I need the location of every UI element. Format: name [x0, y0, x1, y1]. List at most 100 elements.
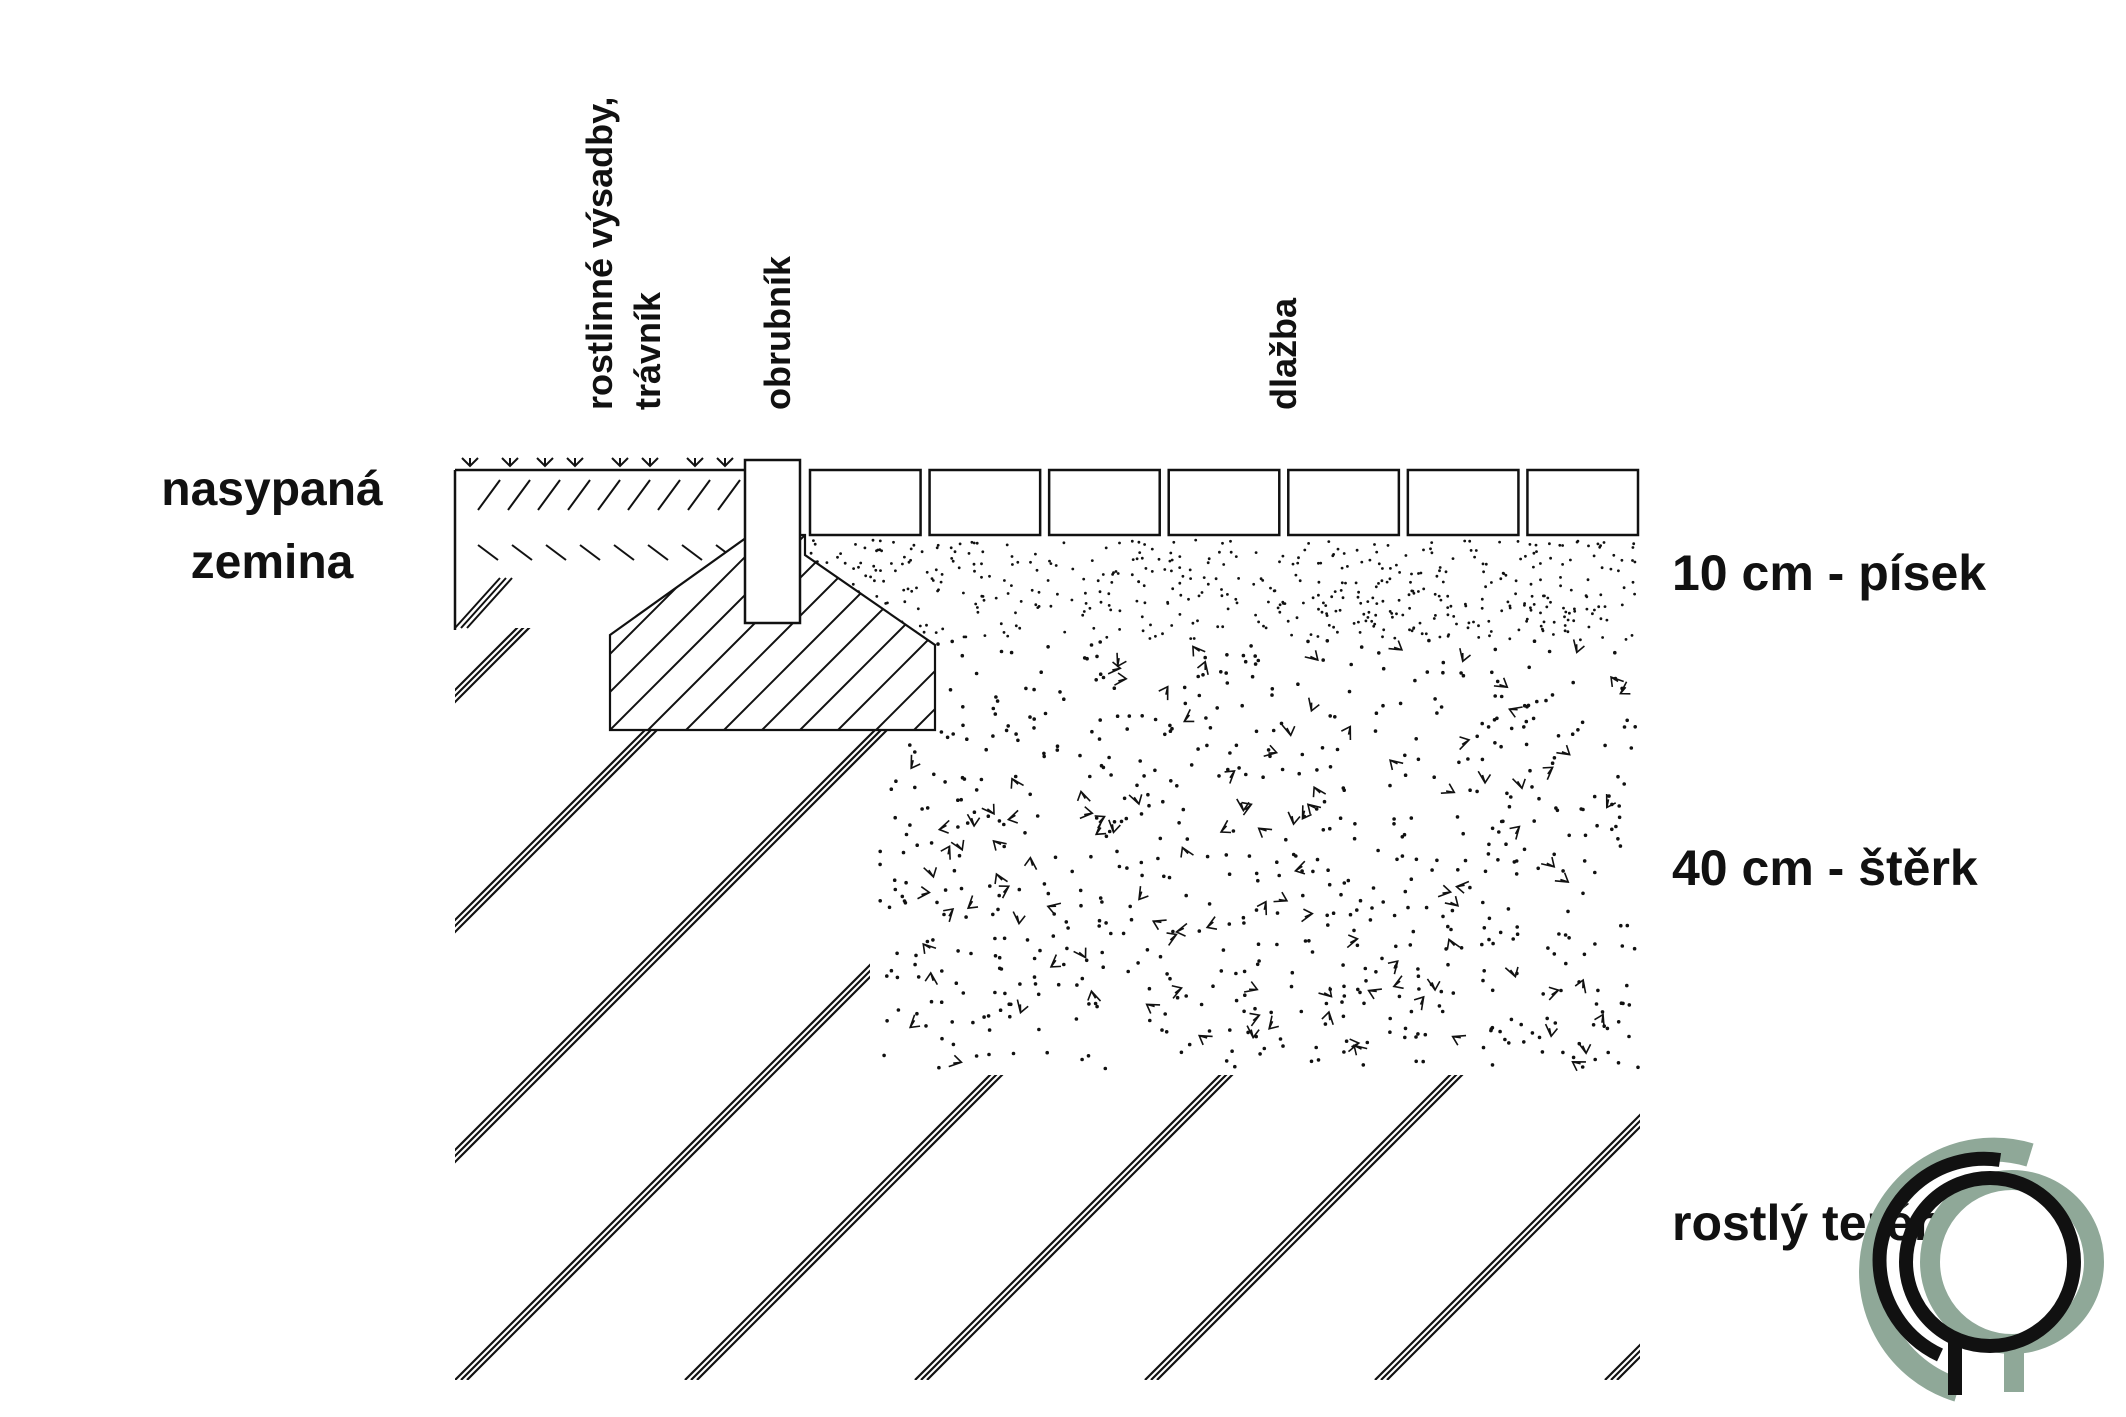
gravel-stone-mark [1548, 986, 1560, 1001]
gravel-dot [943, 888, 948, 892]
gravel-dot [937, 1065, 941, 1070]
sand-dot [809, 551, 813, 555]
subsoil-hatch-line [0, 560, 131, 1380]
gravel-dot [1325, 913, 1329, 918]
sand-dot [994, 596, 998, 600]
gravel-dot [904, 880, 908, 885]
gravel-dot [1032, 687, 1036, 692]
gravel-dot [1482, 969, 1486, 973]
gravel-dot [1168, 976, 1172, 981]
gravel-dot [964, 915, 968, 919]
sand-dot [1408, 606, 1411, 610]
gravel-dot [1246, 1030, 1250, 1035]
gravel-dot [1224, 853, 1229, 857]
gravel-dot [1158, 836, 1163, 841]
gravel-dot [961, 991, 966, 995]
sand-dot [1599, 617, 1603, 621]
gravel-dot [956, 798, 960, 803]
gravel-stone-mark [1511, 778, 1526, 790]
sand-dot [1109, 608, 1113, 612]
sand-dot [1530, 594, 1534, 598]
sand-dot [1601, 636, 1604, 639]
gravel-dot [1270, 687, 1275, 691]
sand-dot [1166, 600, 1169, 604]
sand-dot [1532, 565, 1535, 569]
sand-dot [1207, 557, 1211, 561]
gravel-stone-mark [923, 867, 938, 879]
gravel-dot [1559, 988, 1563, 993]
gravel-stone-mark [1192, 645, 1206, 657]
gravel-dot [1055, 744, 1060, 749]
gravel-dot [878, 862, 882, 867]
gravel-dot [1168, 729, 1173, 734]
gravel-dot [1254, 1034, 1258, 1039]
gravel-dot [1556, 734, 1561, 738]
gravel-dot [1456, 868, 1460, 872]
gravel-dot [1490, 1063, 1495, 1067]
sand-dot [931, 579, 935, 582]
sand-dot [1484, 585, 1487, 589]
gravel-dot [1509, 726, 1514, 731]
gravel-dot [1433, 697, 1437, 701]
gravel-stone-mark [1016, 999, 1029, 1015]
sand-dot [1633, 560, 1637, 564]
sand-dot [1338, 608, 1342, 612]
gravel-dot [957, 853, 962, 858]
sand-dot [1006, 592, 1010, 595]
gravel-dot [1140, 714, 1144, 718]
sand-dot [1189, 637, 1193, 640]
gravel-stone-mark [1268, 1015, 1279, 1030]
gravel-dot [1043, 711, 1048, 716]
sand-dot [962, 591, 965, 595]
sand-dot [1532, 603, 1536, 606]
gravel-dot [1032, 726, 1036, 730]
sand-dot [1278, 610, 1282, 614]
gravel-dot [1257, 959, 1261, 963]
gravel-dot [1503, 1037, 1507, 1042]
gravel-dot [1126, 969, 1130, 974]
gravel-stone-mark [922, 942, 937, 955]
label-curb: obrubník [757, 255, 798, 410]
gravel-dot [1355, 908, 1359, 912]
sand-dot [910, 589, 914, 593]
paving-block [1406, 468, 1520, 537]
gravel-dot [1051, 934, 1056, 938]
gravel-stone-mark [1346, 934, 1359, 949]
sand-dot [1221, 541, 1224, 545]
sand-dot [873, 579, 876, 583]
gravel-dot [1493, 694, 1497, 698]
sand-dot [981, 550, 985, 554]
gravel-dot [1328, 714, 1332, 718]
gravel-dot [1414, 737, 1418, 741]
gravel-stone-mark [1572, 639, 1585, 654]
gravel-dot [1603, 743, 1607, 748]
sand-dot [1508, 604, 1512, 608]
sand-dot [949, 546, 953, 550]
sand-dot [1542, 594, 1545, 598]
gravel-stone-mark [992, 839, 1007, 851]
sand-dot [1631, 559, 1634, 562]
gravel-dot [895, 975, 900, 980]
gravel-stone-mark [1318, 986, 1333, 998]
sand-dot [1104, 546, 1108, 550]
gravel-dot [1101, 965, 1105, 970]
sand-dot [1466, 626, 1470, 630]
sand-dot [1548, 542, 1551, 546]
sand-dot [1438, 566, 1442, 569]
gravel-dot [1490, 1025, 1495, 1030]
gravel-dot [1119, 819, 1124, 824]
sand-dot [1138, 551, 1142, 554]
sand-dot [1063, 630, 1067, 634]
gravel-dot [1300, 752, 1305, 757]
sand-dot [851, 582, 855, 586]
gravel-dot [1017, 887, 1022, 892]
sand-dot [1140, 556, 1144, 560]
gravel-dot [1039, 670, 1043, 675]
gravel-dot [1416, 974, 1421, 979]
gravel-dot [1493, 741, 1497, 745]
gravel-stone-mark [1387, 960, 1399, 975]
sand-dot [1358, 631, 1362, 634]
gravel-dot [1289, 984, 1294, 989]
gravel-dot [1581, 807, 1585, 812]
gravel-dot [1028, 715, 1032, 719]
